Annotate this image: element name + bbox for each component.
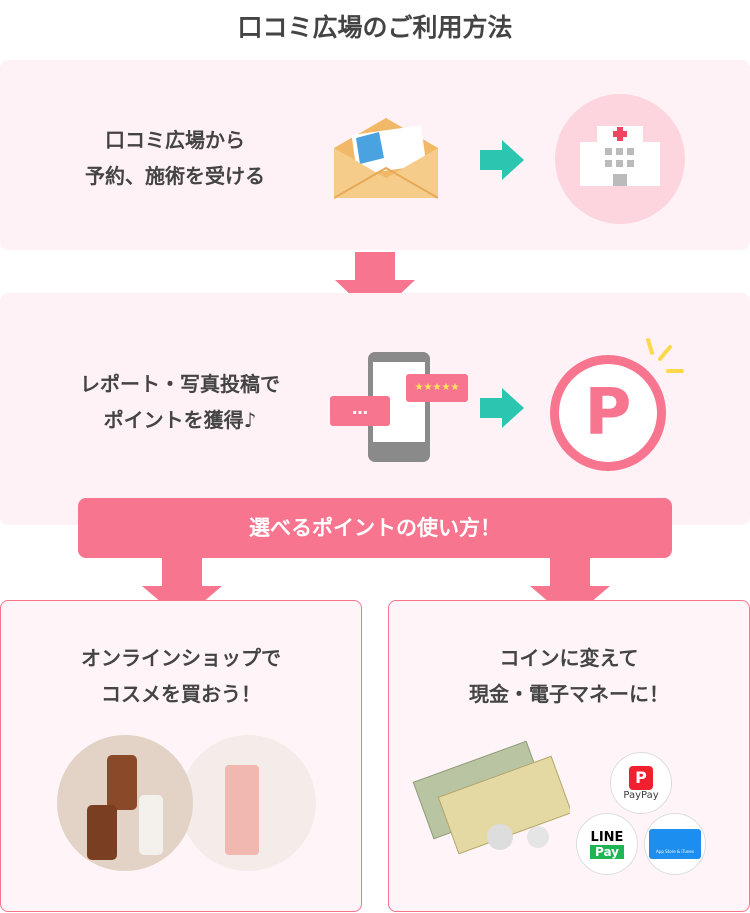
arrow-down-icon (530, 558, 610, 620)
usage-banner: 選べるポイントの使い方！ (78, 498, 672, 558)
option1-line2: コスメを買おう！ (101, 682, 261, 706)
sparkle-icon (646, 338, 684, 373)
option-shop-text: オンラインショップで コスメを買おう！ (0, 640, 362, 712)
comment-bubble: … (330, 396, 390, 426)
option1-line1: オンラインショップで (81, 646, 281, 670)
line-pay-label: Pay (589, 844, 625, 859)
arrow-down-icon (142, 558, 222, 620)
cash-icon (412, 740, 570, 855)
arrow-right-icon (480, 140, 524, 180)
step1-text: 口コミ広場から 予約、施術を受ける (50, 122, 300, 194)
paypay-label: PayPay (623, 789, 659, 801)
point-icon: P (550, 355, 666, 471)
option2-line2: 現金・電子マネーに！ (469, 682, 669, 706)
option-shop-panel (0, 600, 362, 912)
page-title: 口コミ広場のご利用方法 (237, 13, 513, 42)
paypay-logo: P PayPay (610, 752, 672, 814)
app-store-card-logo: App Store & iTunes (644, 813, 706, 875)
app-store-label: App Store & iTunes (649, 829, 701, 859)
step1-line2: 予約、施術を受ける (85, 164, 265, 188)
step2-line1: レポート・写真投稿で (80, 372, 280, 396)
cosmetics-photo-1 (57, 735, 193, 871)
envelope-icon (334, 118, 438, 199)
step2-text: レポート・写真投稿で ポイントを獲得♪ (40, 366, 320, 438)
hospital-icon (555, 94, 685, 224)
arrow-down-icon (335, 252, 415, 318)
option2-line1: コインに変えて (499, 646, 639, 670)
rating-bubble: ★★★★★ (406, 374, 468, 402)
line-pay-logo: LINE Pay (576, 813, 638, 875)
option-cash-text: コインに変えて 現金・電子マネーに！ (388, 640, 750, 712)
cosmetics-photo-2 (180, 735, 316, 871)
step1-line1: 口コミ広場から (105, 128, 245, 152)
step2-line2: ポイントを獲得♪ (103, 408, 257, 432)
arrow-right-icon (480, 388, 524, 428)
line-label: LINE (590, 829, 624, 845)
